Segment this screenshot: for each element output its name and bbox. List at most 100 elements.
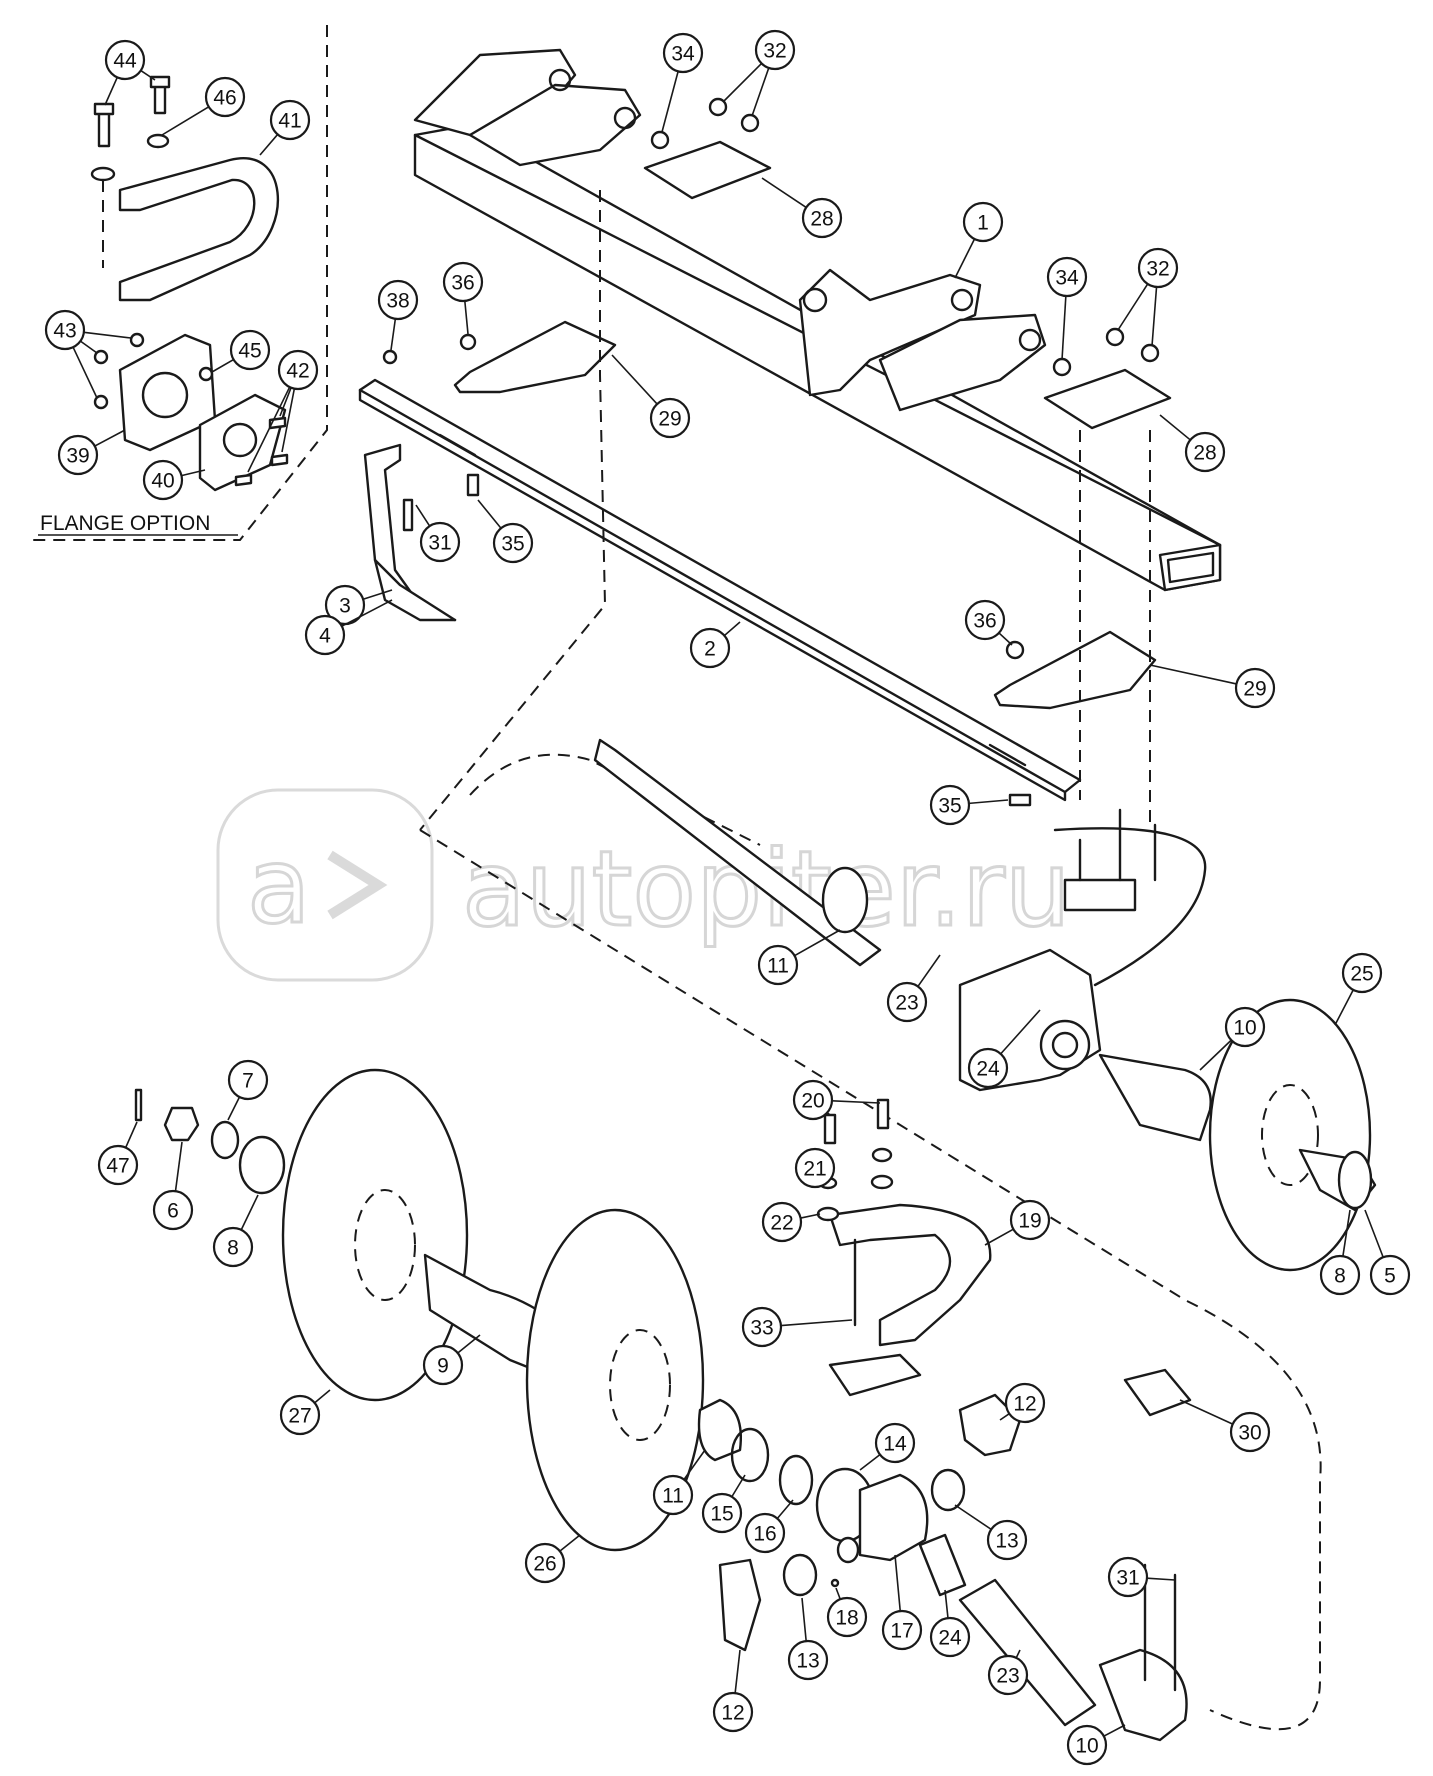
callout-number: 18 xyxy=(835,1607,858,1630)
callout-15: 15 xyxy=(701,1474,746,1534)
callout-circle xyxy=(279,1394,321,1436)
callout-circle xyxy=(801,197,843,239)
watermark-logo-arrow xyxy=(327,850,388,920)
callout-10: 10 xyxy=(1199,1006,1266,1071)
callout-32: 32 xyxy=(722,29,796,117)
bolt-20b xyxy=(876,1098,890,1130)
callout-circle xyxy=(152,1189,194,1231)
callout-24: 24 xyxy=(929,1589,971,1658)
spacer-13a xyxy=(930,1468,966,1512)
callout-circle xyxy=(741,1306,783,1348)
callout-number: 46 xyxy=(213,87,236,110)
callout-29: 29 xyxy=(1149,664,1276,709)
callout-circle xyxy=(967,1047,1009,1089)
nut-32b xyxy=(740,113,760,133)
callout-number: 24 xyxy=(938,1627,962,1650)
callout-leader xyxy=(1015,1649,1021,1659)
callout-number: 32 xyxy=(1146,258,1169,281)
callout-leader xyxy=(859,1453,881,1471)
callout-28: 28 xyxy=(761,177,843,239)
callout-35: 35 xyxy=(929,784,1009,826)
nut-34b xyxy=(1052,357,1072,377)
callout-21: 21 xyxy=(794,1147,836,1189)
callout-leader xyxy=(477,499,502,529)
callout-circle xyxy=(964,599,1006,641)
callout-number: 34 xyxy=(671,43,695,66)
bearing-block-12b xyxy=(718,1558,762,1652)
nut-36b xyxy=(1005,640,1025,660)
callout-number: 47 xyxy=(106,1155,129,1178)
callout-34: 34 xyxy=(661,32,704,133)
callout-leader xyxy=(1117,283,1149,331)
hardware-nuts-bolts xyxy=(382,97,1160,807)
callout-circle xyxy=(689,627,731,669)
flange-bolt-42b xyxy=(270,453,289,467)
flange-option-border xyxy=(30,25,328,541)
callout-number: 25 xyxy=(1350,963,1373,986)
callout-4: 4 xyxy=(304,599,393,656)
nut-32d xyxy=(1140,343,1160,363)
upper-axle-assembly xyxy=(593,738,1377,1272)
callout-leader xyxy=(415,504,431,527)
axle-shaft-23a xyxy=(593,738,882,967)
callout-number: 20 xyxy=(801,1090,824,1113)
callout-6: 6 xyxy=(152,1141,194,1231)
callout-leader xyxy=(227,1096,241,1121)
callout-number: 29 xyxy=(658,408,681,431)
callout-number: 2 xyxy=(704,638,716,661)
axle-spacer-10a xyxy=(1098,1053,1212,1142)
callout-leader xyxy=(1199,1039,1232,1071)
callout-leader xyxy=(279,387,292,417)
callout-leader xyxy=(104,77,119,106)
callout-44: 44 xyxy=(104,39,156,106)
callout-circle xyxy=(1224,1006,1266,1048)
callout-circle xyxy=(662,32,704,74)
callout-43: 43 xyxy=(44,309,132,399)
callout-leader xyxy=(1364,1209,1384,1258)
callout-number: 31 xyxy=(428,532,451,555)
washer-8a xyxy=(238,1135,286,1195)
callout-number: 45 xyxy=(238,340,261,363)
callout-45: 45 xyxy=(211,329,271,373)
clamp-plate-30 xyxy=(1123,1368,1192,1417)
callout-leader xyxy=(722,62,763,103)
callout-leader xyxy=(917,954,941,987)
callout-34: 34 xyxy=(1046,256,1088,361)
callout-25: 25 xyxy=(1334,952,1383,1026)
callout-22: 22 xyxy=(761,1201,821,1243)
callout-circle xyxy=(1107,1556,1149,1598)
callout-circle xyxy=(57,434,99,476)
callout-leader xyxy=(1103,1724,1126,1737)
callout-9: 9 xyxy=(422,1334,481,1386)
callout-23: 23 xyxy=(987,1649,1029,1696)
disc-blade-26 xyxy=(525,1208,705,1552)
nut-32c xyxy=(1105,327,1125,347)
callout-number: 28 xyxy=(810,208,833,231)
callout-42: 42 xyxy=(247,349,319,473)
callout-leader xyxy=(661,71,679,133)
callout-leader xyxy=(181,469,206,477)
callout-number: 36 xyxy=(973,610,996,633)
u-bolt-plate xyxy=(1063,878,1137,912)
callout-leader xyxy=(968,799,1009,805)
callout-number: 9 xyxy=(437,1355,449,1378)
callout-19: 19 xyxy=(984,1199,1051,1246)
watermark-logo-box xyxy=(216,788,434,982)
callout-leader xyxy=(954,1504,992,1531)
callout-leader xyxy=(800,1213,821,1219)
callout-number: 7 xyxy=(242,1070,254,1093)
callout-16: 16 xyxy=(744,1499,794,1554)
callout-number: 13 xyxy=(796,1650,819,1673)
disc-blade-26-hub xyxy=(609,1329,671,1441)
callout-circle xyxy=(142,459,184,501)
callout-number: 15 xyxy=(710,1503,733,1526)
callout-2: 2 xyxy=(689,621,741,669)
callout-number: 26 xyxy=(533,1553,556,1576)
callout-leader xyxy=(559,1534,581,1552)
callout-leader xyxy=(1342,1209,1351,1257)
callout-circle xyxy=(649,397,691,439)
callout-13: 13 xyxy=(954,1504,1028,1561)
bearing-block-12a xyxy=(958,1393,1022,1457)
callout-8: 8 xyxy=(212,1194,259,1268)
